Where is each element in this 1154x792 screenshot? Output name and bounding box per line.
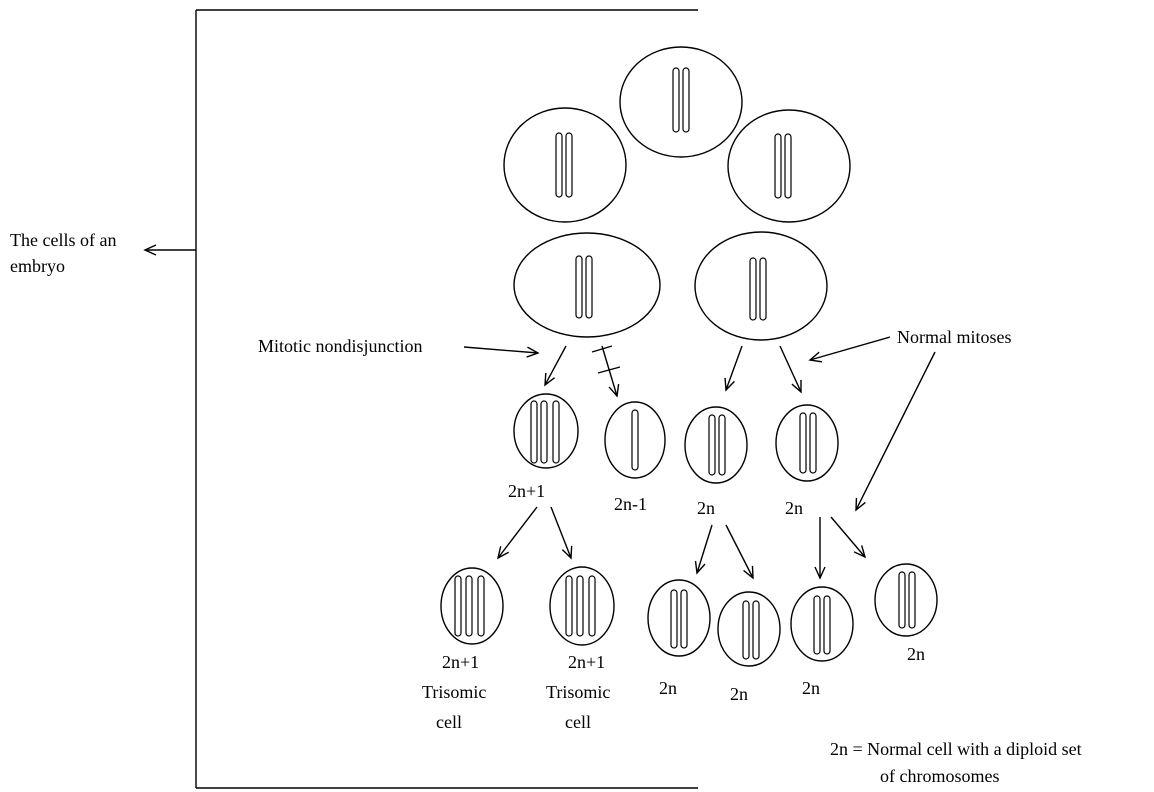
division-arrow bbox=[544, 345, 567, 387]
embryo-cell bbox=[619, 46, 743, 158]
division-arrow bbox=[830, 516, 867, 559]
normal-cell bbox=[647, 579, 711, 657]
ploidy-label: 2n bbox=[785, 498, 803, 518]
ploidy-label: 2n bbox=[802, 678, 820, 698]
normal-cell bbox=[775, 404, 839, 482]
division-arrow bbox=[694, 524, 713, 575]
normal-cell bbox=[874, 563, 938, 637]
embryo-bracket bbox=[195, 9, 698, 789]
division-arrow bbox=[779, 345, 802, 394]
dividing-cell-normal bbox=[694, 231, 828, 341]
cell-type-label: cell bbox=[436, 712, 462, 732]
ploidy-label: 2n-1 bbox=[614, 494, 647, 514]
normal-cell bbox=[790, 586, 854, 662]
ploidy-label: 2n+1 bbox=[442, 652, 479, 672]
ploidy-label: 2n bbox=[730, 684, 748, 704]
embryo-label: The cells of an bbox=[10, 230, 116, 250]
ploidy-label: 2n+1 bbox=[508, 481, 545, 501]
monosomic-cell bbox=[604, 401, 666, 479]
normal-cell bbox=[717, 591, 781, 667]
embryo-cell bbox=[727, 109, 851, 223]
trisomic-cell bbox=[549, 566, 615, 646]
cell-type-label: Trisomic bbox=[422, 682, 486, 702]
ploidy-label: 2n bbox=[659, 678, 677, 698]
normal-mitoses-pointer-arrow-long bbox=[855, 351, 936, 512]
division-arrow bbox=[496, 506, 538, 560]
ploidy-label: 2n+1 bbox=[568, 652, 605, 672]
normal-cell bbox=[684, 406, 748, 484]
nondisjunction-pointer-arrow bbox=[463, 346, 540, 358]
ploidy-label: 2n bbox=[697, 498, 715, 518]
division-arrow bbox=[724, 345, 743, 392]
normal-mitoses-label: Normal mitoses bbox=[897, 327, 1012, 347]
legend-text: 2n = Normal cell with a diploid set bbox=[830, 739, 1082, 759]
trisomic-cell bbox=[440, 567, 504, 645]
blocked-division-arrow bbox=[591, 345, 621, 398]
embryo-cell bbox=[503, 107, 627, 223]
legend-text: of chromosomes bbox=[880, 766, 999, 786]
division-arrow bbox=[550, 506, 573, 560]
cell-type-label: cell bbox=[565, 712, 591, 732]
mitotic-nondisjunction-label: Mitotic nondisjunction bbox=[258, 336, 423, 356]
ploidy-label: 2n bbox=[907, 644, 925, 664]
normal-mitoses-pointer-arrow bbox=[808, 336, 891, 363]
dividing-cell-nondisjunction bbox=[513, 232, 661, 338]
division-arrow bbox=[725, 524, 754, 580]
cell-type-label: Trisomic bbox=[546, 682, 610, 702]
trisomic-cell bbox=[513, 393, 579, 469]
embryo-label: embryo bbox=[10, 256, 65, 276]
